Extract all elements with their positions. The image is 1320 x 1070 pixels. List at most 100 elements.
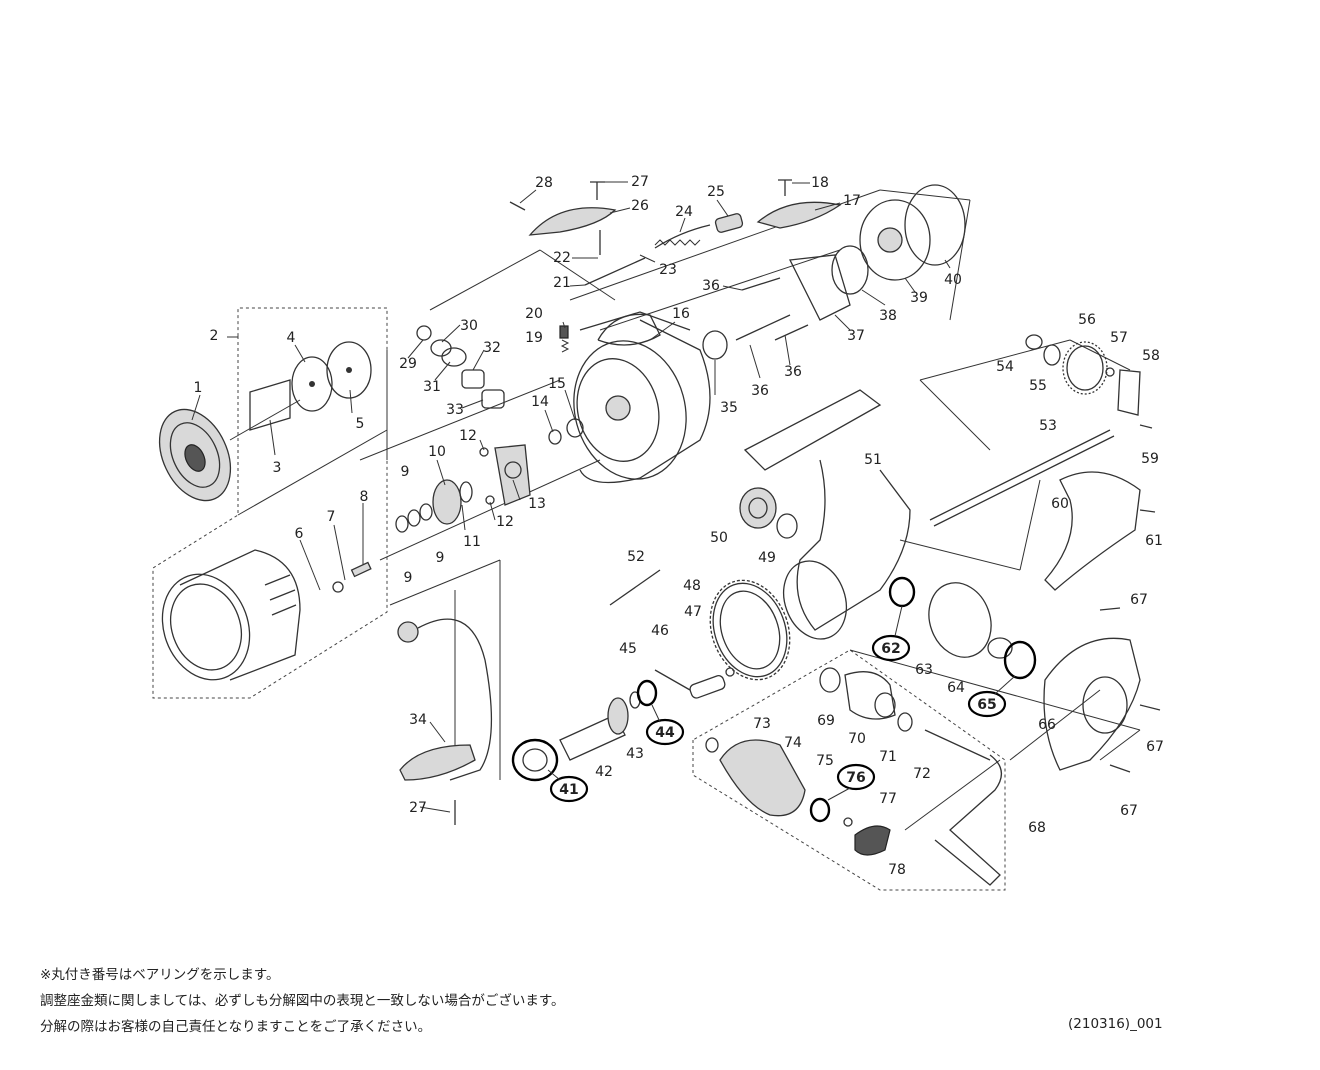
part-label-68: 68 xyxy=(1028,820,1046,836)
part-label-67: 67 xyxy=(1130,592,1148,608)
part-label-78: 78 xyxy=(888,862,906,878)
part-label-17: 17 xyxy=(843,193,861,209)
part-label-51: 51 xyxy=(864,452,882,468)
part-label-22: 22 xyxy=(553,250,571,266)
part-label-9: 9 xyxy=(401,464,410,480)
spool-body xyxy=(161,549,372,681)
part-label-38: 38 xyxy=(879,308,897,324)
part-label-39: 39 xyxy=(910,290,928,306)
part-label-65: 65 xyxy=(977,697,996,713)
notes: ※丸付き番号はベアリングを示します。 調整座金類に関しましては、必ずしも分解図中… xyxy=(40,962,564,1040)
part-label-73: 73 xyxy=(753,716,771,732)
part-label-11: 11 xyxy=(463,534,481,550)
part-label-34: 34 xyxy=(409,712,427,728)
roller-bearing-housing xyxy=(702,184,966,360)
part-label-7: 7 xyxy=(327,509,336,525)
part-label-36: 36 xyxy=(702,278,720,294)
part-label-29: 29 xyxy=(399,356,417,372)
part-label-48: 48 xyxy=(683,578,701,594)
part-label-20: 20 xyxy=(525,306,543,322)
part-label-14: 14 xyxy=(531,394,549,410)
part-label-49: 49 xyxy=(758,550,776,566)
pinion-gear xyxy=(512,667,735,781)
assembly-lines xyxy=(229,189,1141,831)
part-label-70: 70 xyxy=(848,731,866,747)
side-gears xyxy=(889,334,1161,773)
part-label-37: 37 xyxy=(847,328,865,344)
part-label-19: 19 xyxy=(525,330,543,346)
part-label-44: 44 xyxy=(655,725,675,741)
part-label-62: 62 xyxy=(881,641,900,657)
part-label-52: 52 xyxy=(627,549,645,565)
spool-drag-knob xyxy=(158,408,232,502)
part-label-5: 5 xyxy=(356,416,365,432)
part-label-46: 46 xyxy=(651,623,669,639)
part-number-labels: 1234567899910111212131415161718192021222… xyxy=(194,174,1164,878)
part-label-10: 10 xyxy=(428,444,446,460)
subassembly-frames xyxy=(152,307,1006,891)
part-label-28: 28 xyxy=(535,175,553,191)
part-label-23: 23 xyxy=(659,262,677,278)
part-label-75: 75 xyxy=(816,753,834,769)
note-disassembly: 分解の際はお客様の自己責任となりますことをご了承ください。 xyxy=(40,1019,432,1035)
part-label-35: 35 xyxy=(720,400,738,416)
part-label-56: 56 xyxy=(1078,312,1096,328)
bearing-marker-44 xyxy=(645,718,685,746)
part-label-53: 53 xyxy=(1039,418,1057,434)
part-label-2: 2 xyxy=(210,328,219,344)
part-label-71: 71 xyxy=(879,749,897,765)
drive-gear xyxy=(709,579,791,681)
part-label-40: 40 xyxy=(944,272,962,288)
part-label-31: 31 xyxy=(423,379,441,395)
part-label-76: 76 xyxy=(846,770,865,786)
part-label-41: 41 xyxy=(559,782,578,798)
part-label-77: 77 xyxy=(879,791,897,807)
part-label-60: 60 xyxy=(1051,496,1069,512)
bearing-marker-62 xyxy=(871,634,911,662)
part-label-45: 45 xyxy=(619,641,637,657)
bearing-marker-76 xyxy=(836,763,876,791)
part-label-9: 9 xyxy=(436,550,445,566)
part-label-18: 18 xyxy=(811,175,829,191)
bearing-marker-65 xyxy=(967,690,1007,718)
bearing-markers xyxy=(511,576,1037,823)
part-label-57: 57 xyxy=(1110,330,1128,346)
part-label-64: 64 xyxy=(947,680,965,696)
reel-body xyxy=(609,389,1115,640)
part-label-33: 33 xyxy=(446,402,464,418)
part-label-30: 30 xyxy=(460,318,478,334)
part-label-12: 12 xyxy=(459,428,477,444)
part-label-27: 27 xyxy=(409,800,427,816)
part-label-27: 27 xyxy=(631,174,649,190)
part-label-54: 54 xyxy=(996,359,1014,375)
part-label-63: 63 xyxy=(915,662,933,678)
part-label-16: 16 xyxy=(672,306,690,322)
note-washers: 調整座金類に関しましては、必ずしも分解図中の表現と一致しない場合がございます。 xyxy=(40,993,565,1009)
diagram-code: (210316)_001 xyxy=(1068,1016,1163,1032)
part-label-1: 1 xyxy=(194,380,203,396)
part-label-67: 67 xyxy=(1146,739,1164,755)
part-label-36: 36 xyxy=(751,383,769,399)
part-label-66: 66 xyxy=(1038,717,1056,733)
part-label-3: 3 xyxy=(273,460,282,476)
part-label-21: 21 xyxy=(553,275,571,291)
part-label-6: 6 xyxy=(295,526,304,542)
part-label-9: 9 xyxy=(404,570,413,586)
part-label-26: 26 xyxy=(631,198,649,214)
handle-assembly xyxy=(705,667,1002,886)
part-label-58: 58 xyxy=(1142,348,1160,364)
part-label-50: 50 xyxy=(710,530,728,546)
part-label-67: 67 xyxy=(1120,803,1138,819)
part-label-55: 55 xyxy=(1029,378,1047,394)
roller-parts xyxy=(395,444,531,533)
label-leaders xyxy=(191,181,951,813)
part-label-59: 59 xyxy=(1141,451,1159,467)
part-label-61: 61 xyxy=(1145,533,1163,549)
part-label-42: 42 xyxy=(595,764,613,780)
part-label-72: 72 xyxy=(913,766,931,782)
part-label-4: 4 xyxy=(287,330,296,346)
part-label-24: 24 xyxy=(675,204,693,220)
part-label-32: 32 xyxy=(483,340,501,356)
part-label-15: 15 xyxy=(548,376,566,392)
part-label-8: 8 xyxy=(360,489,369,505)
